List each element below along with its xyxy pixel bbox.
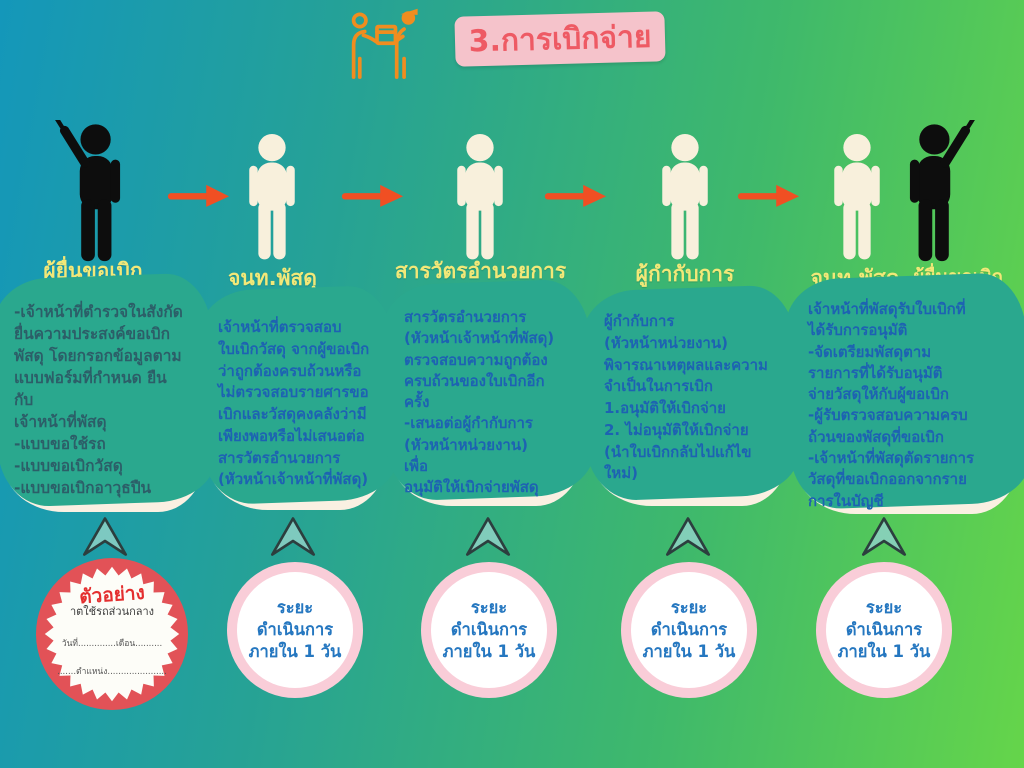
duration-circle-2: ระยะ ดำเนินการ ภายใน 1 วัน [421, 562, 557, 698]
handover-box-icon [345, 2, 425, 82]
duration-circle-1: ระยะ ดำเนินการ ภายใน 1 วัน [227, 562, 363, 698]
chevron-up-icon [266, 514, 320, 558]
figure-requester-left [42, 114, 142, 264]
seal-form-line-date: วันที่..............เดือน.......... [61, 639, 163, 649]
chevron-up-icon [78, 514, 132, 558]
step-bubble-1: -เจ้าหน้าที่ตำรวจในสังกัด ยื่นความประสงค… [4, 286, 206, 512]
step-bubble-4: ผู้กำกับการ (หัวหน้าหน่วยงาน) พิจารณาเหต… [592, 298, 790, 506]
chevron-up-icon [661, 514, 715, 558]
duration-circle-3: ระยะ ดำเนินการ ภายใน 1 วัน [621, 562, 757, 698]
flow-arrow-3 [543, 184, 607, 210]
seal-form-title: าตใช้รถส่วนกลาง [69, 605, 155, 618]
figure-supply-officer-2 [822, 132, 892, 262]
figure-admin-inspector [445, 132, 515, 262]
page-title: 3.การเบิกจ่าย [454, 11, 666, 67]
figure-requester-right [888, 114, 988, 264]
figure-supply-officer-1 [237, 132, 307, 262]
figure-superintendent [650, 132, 720, 262]
seal-form-line-position: .......ตำแหน่ง...................... [57, 667, 167, 677]
duration-text: ระยะ ดำเนินการ ภายใน 1 วัน [442, 597, 536, 662]
role-label-supply-1: จนท.พัสดุ [228, 266, 317, 290]
flow-arrow-2 [340, 184, 404, 210]
page-title-text: 3.การเบิกจ่าย [468, 19, 652, 59]
role-label-superintendent: ผู้กำกับการ [635, 262, 735, 286]
duration-text: ระยะ ดำเนินการ ภายใน 1 วัน [642, 597, 736, 662]
duration-text: ระยะ ดำเนินการ ภายใน 1 วัน [248, 597, 342, 662]
step-bubble-2: เจ้าหน้าที่ตรวจสอบ ใบเบิกวัสดุ จากผู้ขอเ… [208, 298, 388, 510]
sample-form-seal: ตัวอย่าง าตใช้รถส่วนกลาง วันที่.........… [36, 558, 188, 710]
flow-arrow-1 [166, 184, 230, 210]
role-label-admin-inspector: สารวัตรอำนวยการ [394, 259, 567, 283]
step-bubble-3: สารวัตรอำนวยการ (หัวหน้าเจ้าหน้าที่พัสดุ… [392, 292, 584, 506]
step-bubble-5: เจ้าหน้าที่พัสดุรับใบเบิกที่ ได้รับการอน… [796, 286, 1020, 514]
chevron-up-icon [857, 514, 911, 558]
chevron-up-icon [461, 514, 515, 558]
duration-text: ระยะ ดำเนินการ ภายใน 1 วัน [837, 597, 931, 662]
duration-circle-4: ระยะ ดำเนินการ ภายใน 1 วัน [816, 562, 952, 698]
flow-arrow-4 [736, 184, 800, 210]
